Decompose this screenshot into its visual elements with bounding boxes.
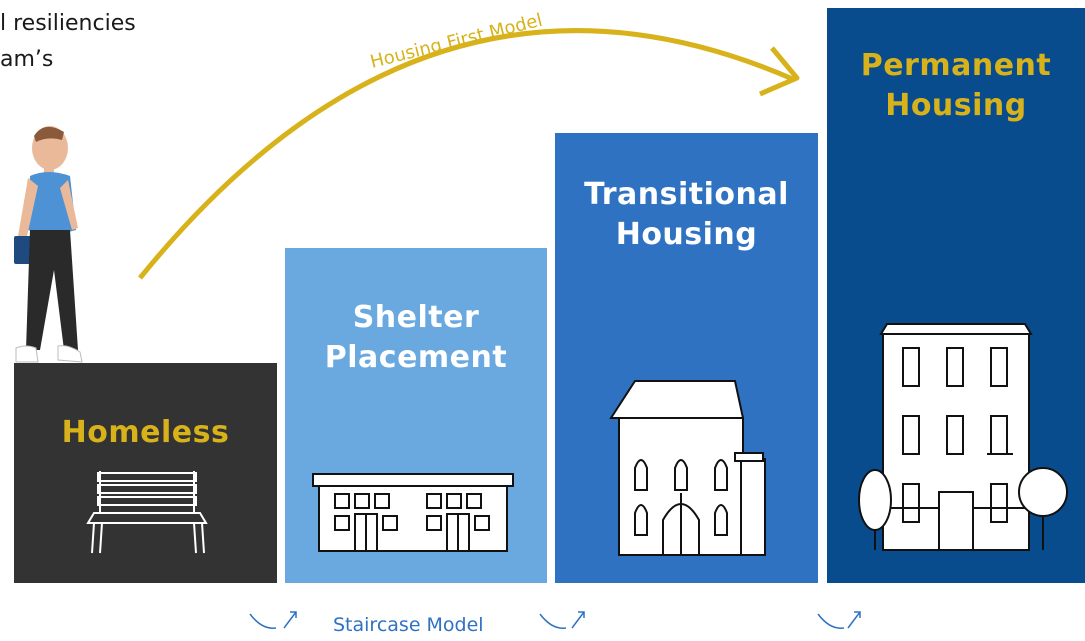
- intro-text: l resiliencies am’s: [0, 11, 136, 72]
- stage-shelter: Shelter Placement: [285, 248, 547, 583]
- stage-permanent: Permanent Housing: [827, 8, 1085, 583]
- stage-label-shelter: Shelter Placement: [324, 300, 508, 375]
- staircase-model-label: Staircase Model: [333, 614, 484, 636]
- shelter-building-icon: [312, 473, 514, 552]
- housing-first-arrow: [138, 28, 797, 280]
- stage-label-transitional: Transitional Housing: [584, 177, 789, 252]
- housing-first-arrowhead: [759, 46, 800, 97]
- stage-transitional: Transitional Housing: [555, 133, 818, 583]
- apartment-building-icon: [858, 323, 1068, 551]
- bench-icon: [86, 471, 208, 554]
- transitional-house-icon: [609, 380, 766, 556]
- staircase-arrows: [249, 611, 861, 629]
- housing-first-label: Housing First Model: [368, 10, 544, 73]
- stage-homeless: Homeless: [14, 363, 277, 583]
- stage-label-permanent: Permanent Housing: [860, 48, 1052, 123]
- person-figure: [14, 126, 83, 363]
- stage-label-homeless: Homeless: [61, 415, 230, 450]
